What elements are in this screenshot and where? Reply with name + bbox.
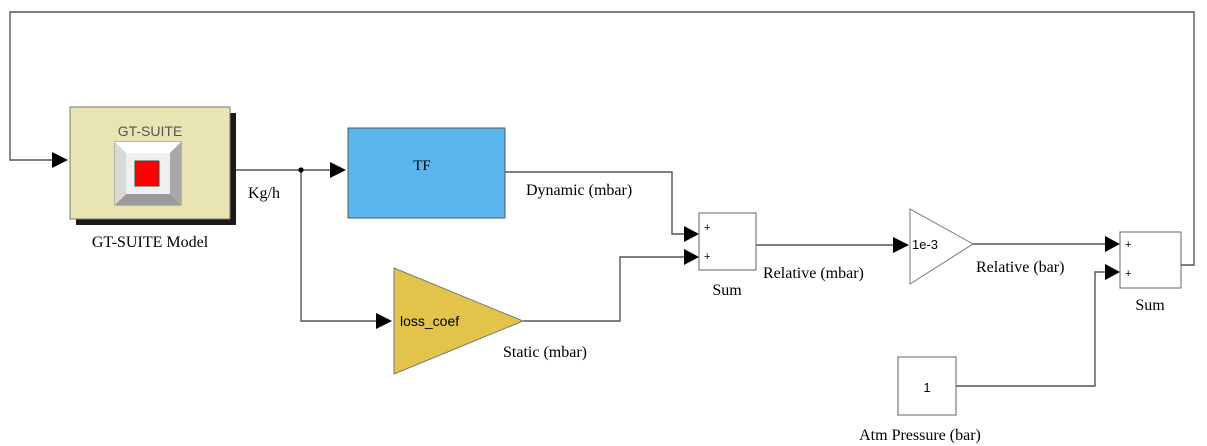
gt-suite-icon (114, 141, 182, 206)
sum2-port2-arrow (1105, 264, 1120, 280)
tf-block[interactable]: TF (347, 127, 506, 219)
sum1-block[interactable]: + + (698, 212, 757, 271)
gain-label: 1e-3 (912, 237, 938, 252)
sum2-port1-arrow (1105, 236, 1120, 252)
atm-constant-rect (897, 356, 957, 416)
dynamic-wire[interactable] (505, 171, 688, 235)
tf-input-arrow (330, 162, 346, 178)
gt-input-arrow (52, 152, 68, 168)
static-wire[interactable] (523, 256, 688, 322)
sum1-port1-arrow (684, 226, 699, 242)
tf-rect (347, 127, 506, 219)
sum1-port2-arrow (684, 249, 699, 265)
gt-suite-stop-indicator (134, 160, 160, 187)
atm-wire[interactable] (956, 271, 1107, 387)
branch-junction (298, 167, 304, 173)
sum2-rect (1119, 231, 1182, 289)
loss-coef-block[interactable]: loss_coef (393, 267, 525, 375)
sum2-port1-sign: + (1125, 239, 1131, 251)
sum1-caption: Sum (712, 282, 742, 299)
static-label: Static (mbar) (503, 344, 587, 361)
gt-suite-title: GT-SUITE (118, 123, 183, 139)
gain-input-arrow (893, 237, 909, 253)
sum1-port1-sign: + (704, 222, 710, 234)
loss-input-wire[interactable] (300, 170, 376, 322)
tf-label: TF (413, 158, 431, 174)
atm-constant-value: 1 (923, 380, 930, 395)
gain-triangle (909, 208, 974, 285)
gt-suite-block[interactable]: GT-SUITE (69, 106, 236, 225)
feedback-wire[interactable] (9, 11, 1195, 266)
relative-bar-label: Relative (bar) (976, 259, 1064, 276)
gain-block[interactable]: 1e-3 (909, 208, 974, 285)
atm-constant-block[interactable]: 1 (897, 356, 957, 416)
dynamic-label: Dynamic (mbar) (526, 182, 632, 199)
atm-pressure-caption: Atm Pressure (bar) (859, 427, 981, 444)
sum1-port2-sign: + (704, 251, 710, 263)
loss-coef-label: loss_coef (400, 313, 459, 329)
loss-input-arrow (376, 313, 392, 329)
sum1-rect (698, 212, 757, 271)
sum2-port2-sign: + (1125, 268, 1131, 280)
sum2-block[interactable]: + + (1119, 231, 1182, 289)
kgh-label: Kg/h (248, 185, 280, 202)
relative-mbar-label: Relative (mbar) (763, 265, 864, 282)
loss-coef-triangle (393, 267, 525, 375)
gt-suite-caption: GT-SUITE Model (92, 234, 209, 251)
sum2-caption: Sum (1135, 297, 1165, 314)
